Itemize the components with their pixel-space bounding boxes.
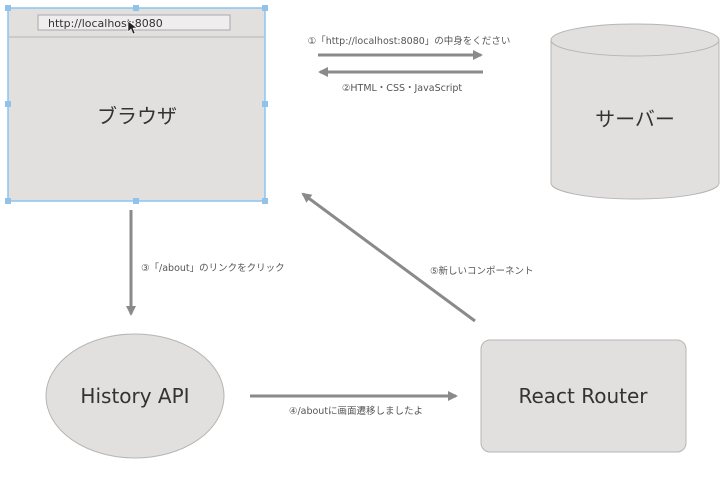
selection-handle-ml — [5, 101, 11, 107]
selection-handle-bl — [5, 198, 11, 204]
selection-handle-br — [262, 198, 268, 204]
selection-handle-bm — [133, 198, 139, 204]
browser-window — [7, 7, 266, 202]
server-cylinder-top — [550, 23, 720, 57]
browser-label: ブラウザ — [97, 104, 177, 128]
history-api-label: History API — [80, 384, 189, 408]
react-router-label: React Router — [518, 384, 648, 408]
arrow-transition-label: ④/aboutに画面遷移しましたよ — [289, 405, 423, 417]
history-api-ellipse — [45, 333, 225, 459]
react-router-node[interactable]: React Router — [480, 339, 687, 453]
server-node[interactable]: サーバー — [550, 23, 720, 200]
arrow-response-label: ②HTML・CSS・JavaScript — [342, 83, 463, 94]
selection-handle-tr — [262, 5, 268, 11]
react-router-box — [480, 339, 687, 453]
browser-url-text: http://localhost:8080 — [48, 17, 163, 30]
arrow-new-component-label: ⑤新しいコンポーネント — [430, 265, 534, 277]
arrow-new-component — [301, 192, 476, 323]
selection-handle-mr — [262, 101, 268, 107]
server-label: サーバー — [595, 107, 675, 131]
selection-handle-tm — [133, 5, 139, 11]
server-cylinder-body — [550, 40, 720, 200]
arrow-click-label: ③「/about」のリンクをクリック — [141, 263, 285, 274]
arrow-request-label: ①「http://localhost:8080」の中身をください — [308, 35, 511, 47]
browser-node[interactable]: http://localhost:8080 ブラウザ — [5, 5, 268, 204]
mouse-cursor-icon — [127, 20, 138, 35]
selection-handle-tl — [5, 5, 11, 11]
history-api-node[interactable]: History API — [45, 333, 225, 459]
